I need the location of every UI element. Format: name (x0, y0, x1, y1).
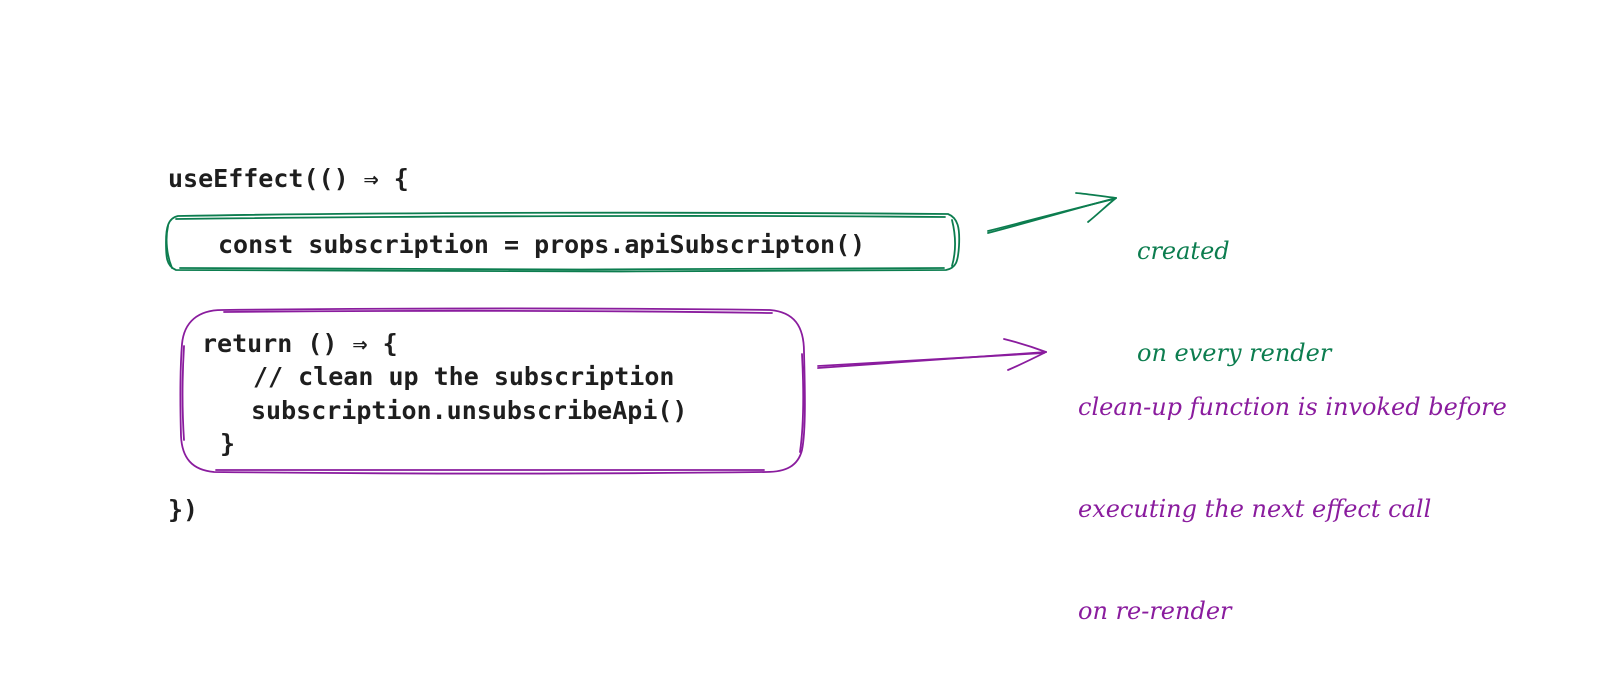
diagram-canvas: useEffect(() ⇒ { const subscription = pr… (165, 164, 1507, 625)
created-note-line1: created (1137, 237, 1230, 265)
code-line-subscription: const subscription = props.apiSubscripto… (218, 230, 866, 259)
code-line-unsubscribe: subscription.unsubscribeApi() (251, 396, 688, 425)
code-line-inner-close: } (220, 429, 236, 458)
created-note-line2: on every render (1137, 339, 1332, 367)
code-line-return: return () ⇒ { (202, 329, 398, 358)
created-arrow (987, 192, 1117, 234)
cleanup-note: clean-up function is invoked before exec… (1078, 322, 1507, 696)
cleanup-note-line2: executing the next effect call (1078, 495, 1432, 523)
cleanup-note-line3: on re-render (1078, 597, 1232, 625)
created-note: created on every render (1137, 166, 1331, 438)
code-line-open: useEffect(() ⇒ { (168, 164, 409, 193)
code-line-close: }) (168, 495, 199, 524)
code-line-comment: // clean up the subscription (253, 362, 675, 391)
sketch-layer (165, 192, 1117, 475)
cleanup-note-line1: clean-up function is invoked before (1078, 393, 1507, 421)
cleanup-arrow (817, 338, 1047, 371)
subscription-box (165, 211, 961, 273)
cleanup-box (179, 307, 806, 475)
